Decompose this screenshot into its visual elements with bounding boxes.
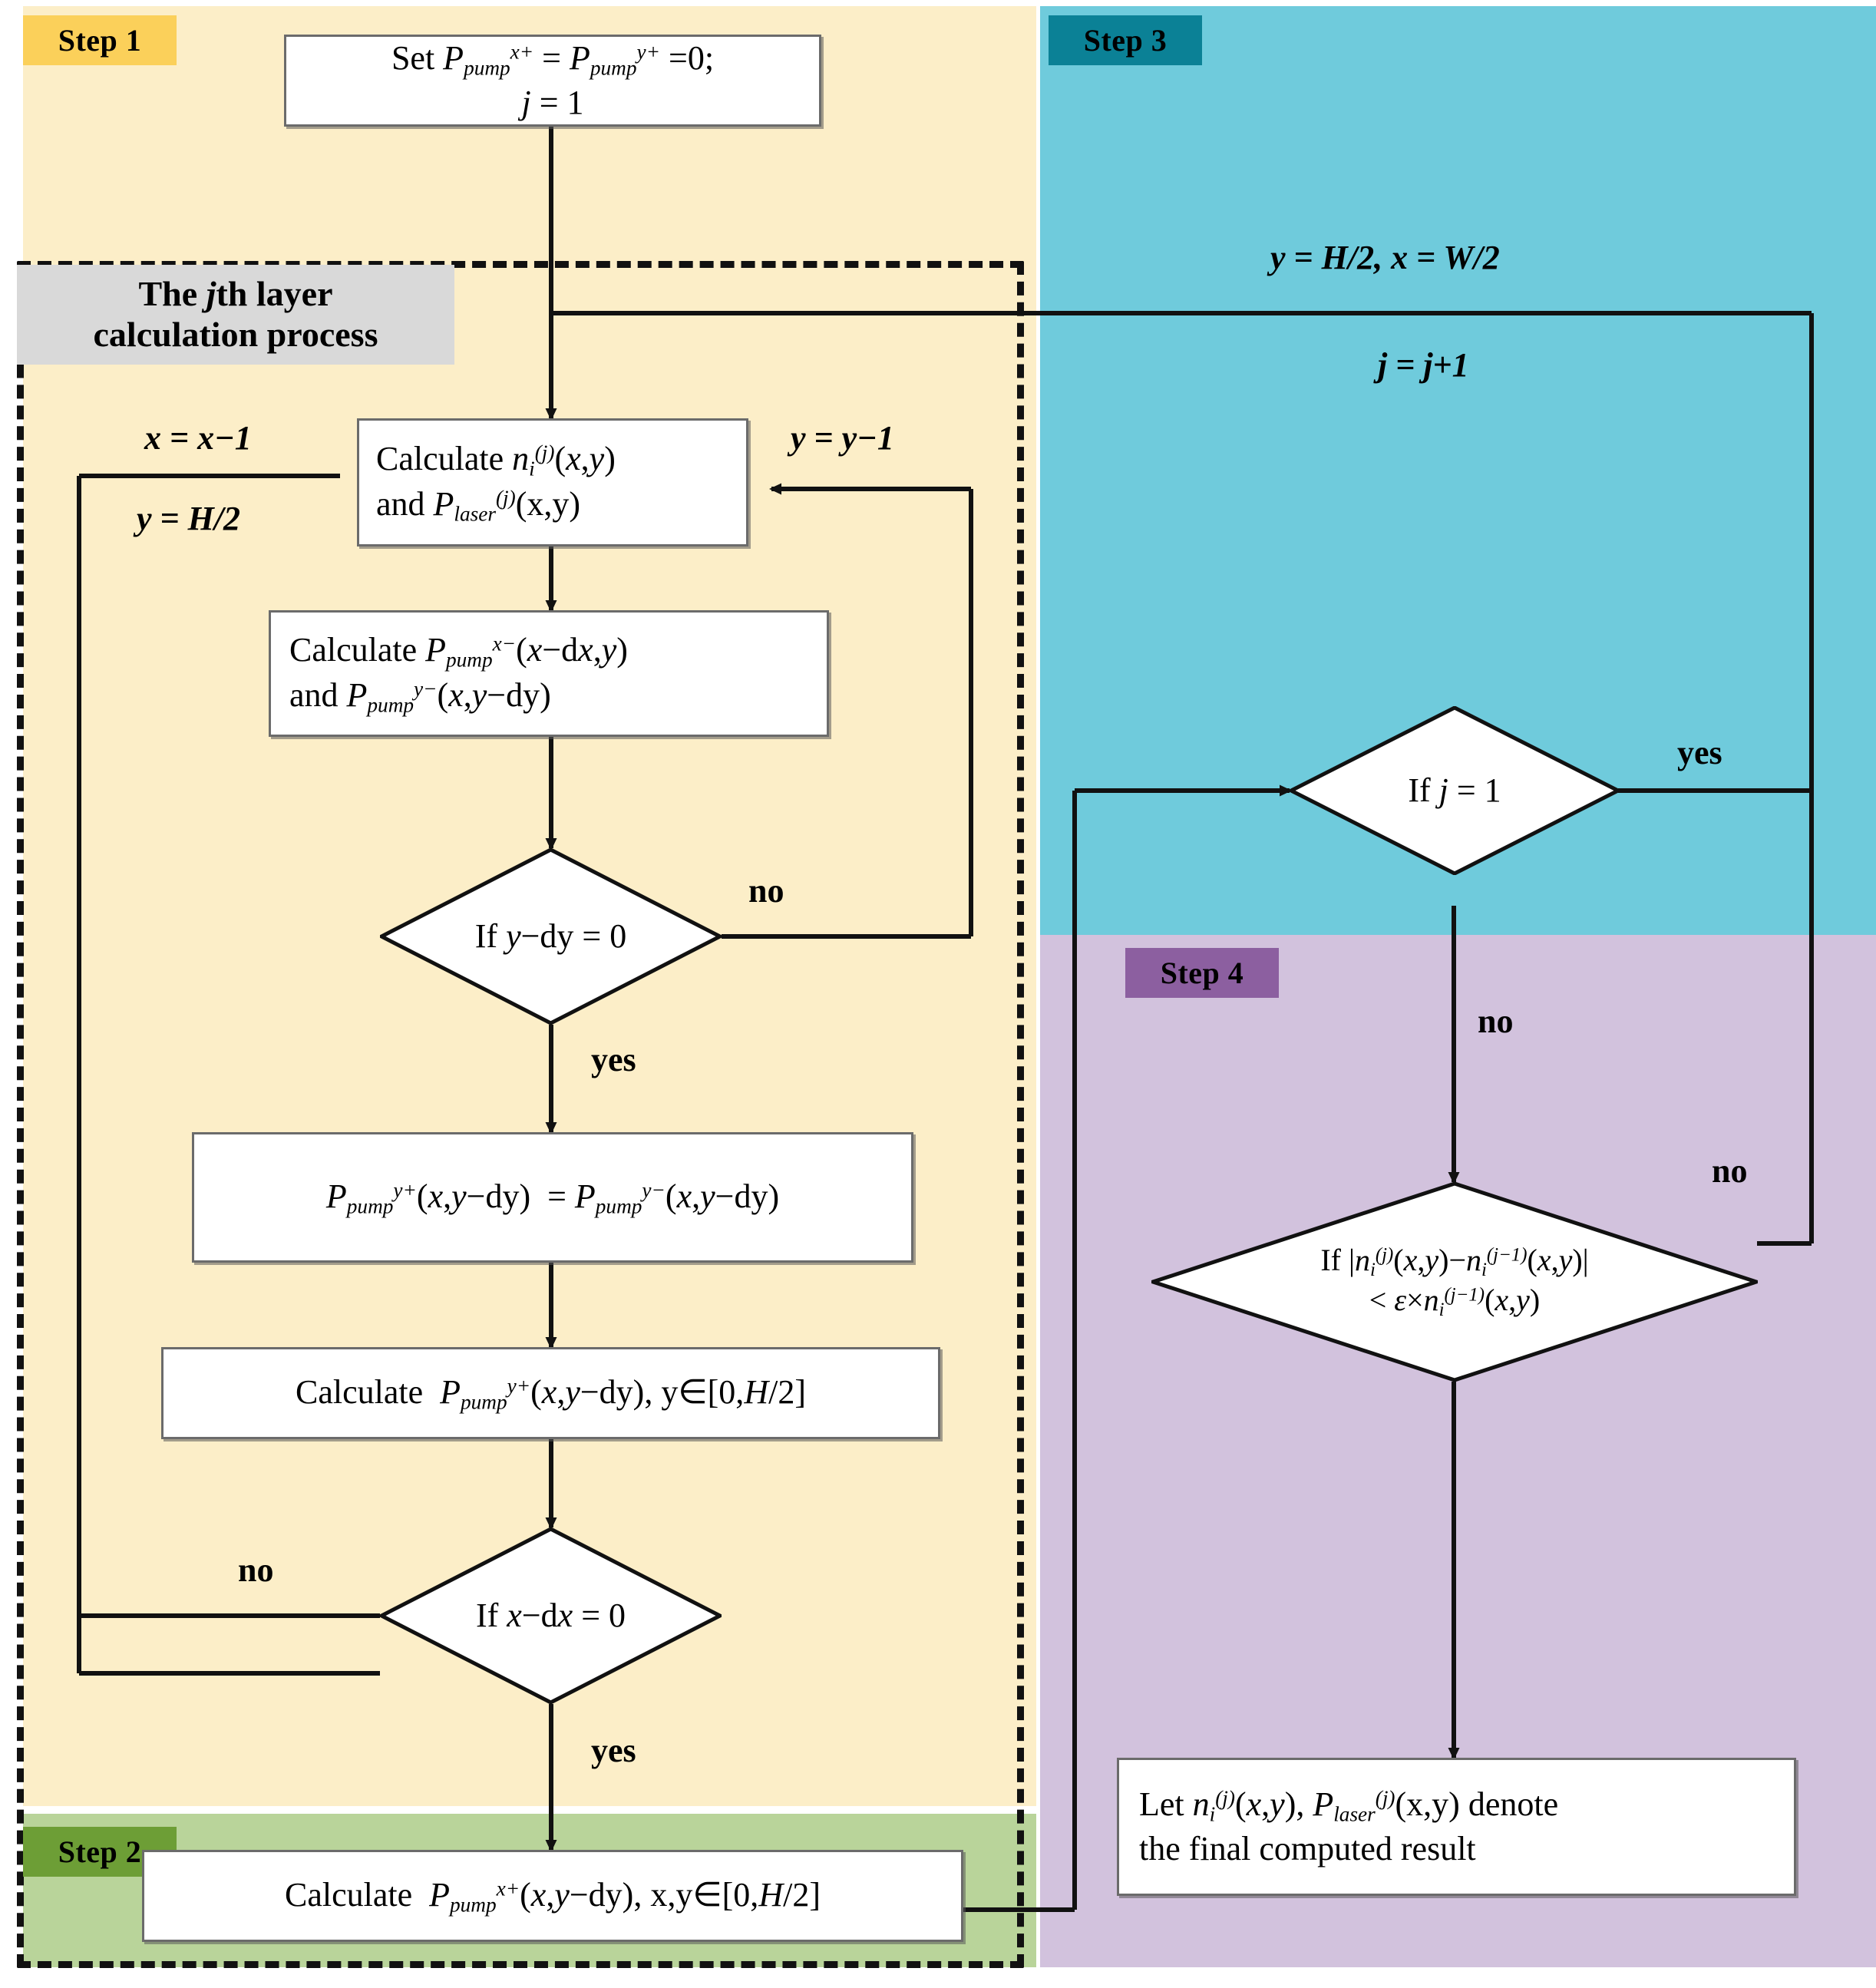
edge-label-yes-x: yes xyxy=(591,1732,636,1769)
step-badge-1: Step 1 xyxy=(23,15,177,65)
decision-convergence-label: If |ni(j)(x,y)−ni(j−1)(x,y)| < ε×ni(j−1)… xyxy=(1320,1242,1589,1320)
edge-label-yes-y: yes xyxy=(591,1041,636,1078)
edge-label-no-y: no xyxy=(748,872,784,910)
node-calculate-pump-forward-x: Calculate Ppumpx+(x,y−dy), x,y∈[0,H/2] xyxy=(142,1850,963,1942)
jth-layer-caption: The jth layer calculation process xyxy=(17,265,454,365)
edge-label-no-x: no xyxy=(238,1551,274,1589)
decision-if-x-label: If x−dx = 0 xyxy=(475,1597,626,1635)
node-final-computed-result: Let ni(j)(x,y), Plaser(j)(x,y) denote th… xyxy=(1117,1758,1796,1896)
edge-label-no-j: no xyxy=(1478,1002,1514,1040)
decision-if-j-label: If j = 1 xyxy=(1408,771,1501,810)
edge-label-init-coordinates: y = H/2, x = W/2 xyxy=(1270,239,1500,276)
step-badge-4: Step 4 xyxy=(1125,948,1279,998)
edge-label-x-decrement: x = x−1 xyxy=(144,419,252,457)
decision-if-j-equals-one: If j = 1 xyxy=(1290,706,1620,875)
edge-label-j-increment: j = j+1 xyxy=(1378,346,1469,384)
edge-label-yes-j: yes xyxy=(1677,734,1722,771)
node-calculate-population-and-laser-power: Calculate ni(j)(x,y) and Plaser(j)(x,y) xyxy=(357,418,748,547)
edge-label-no-converge: no xyxy=(1712,1152,1748,1190)
node-calculate-pump-backward: Calculate Ppumpx−(x−dx,y) and Ppumpy−(x,… xyxy=(269,610,829,737)
edge-label-y-reset: y = H/2 xyxy=(137,500,241,537)
decision-if-y-label: If y−dy = 0 xyxy=(474,917,627,956)
step-badge-3: Step 3 xyxy=(1049,15,1202,65)
caption-line-2: calculation process xyxy=(93,315,378,354)
caption-line-1: The jth layer xyxy=(138,274,333,314)
decision-convergence-check: If |ni(j)(x,y)−ni(j−1)(x,y)| < ε×ni(j−1)… xyxy=(1151,1182,1758,1382)
node-calculate-pump-forward-y: Calculate Ppumpy+(x,y−dy), y∈[0,H/2] xyxy=(161,1347,940,1439)
edge-label-y-decrement: y = y−1 xyxy=(791,419,894,457)
node-assign-pump-forward-equals-backward: Ppumpy+(x,y−dy) = Ppumpy−(x,y−dy) xyxy=(192,1132,913,1263)
node-initialize: Set Ppumpx+ = Ppumpy+ =0; j = 1 xyxy=(284,35,821,127)
decision-if-x-minus-dx-zero: If x−dx = 0 xyxy=(380,1527,722,1704)
decision-if-y-minus-dy-zero: If y−dy = 0 xyxy=(380,848,722,1025)
